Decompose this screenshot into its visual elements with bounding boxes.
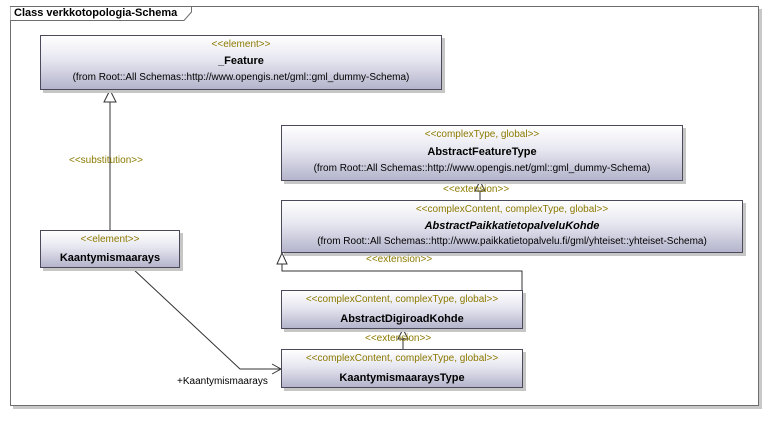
class-abstract-feature-type[interactable]: <<complexType, global>> AbstractFeatureT… bbox=[281, 125, 683, 181]
class-name: AbstractDigiroadKohde bbox=[340, 313, 464, 325]
class-stereotype: <<element>> bbox=[80, 234, 140, 245]
class-origin: (from Root::All Schemas::http://www.open… bbox=[313, 163, 651, 174]
class-kaantymismaarays[interactable]: <<element>> Kaantymismaarays bbox=[40, 230, 180, 268]
class-stereotype: <<complexContent, complexType, global>> bbox=[305, 353, 499, 364]
extension-line-2 bbox=[281, 264, 523, 290]
extension-arrowhead-2 bbox=[276, 251, 288, 265]
class-abstract-paikkatietopalvelu-kohde[interactable]: <<complexContent, complexType, global>> … bbox=[281, 200, 743, 253]
class-abstract-digiroad-kohde[interactable]: <<complexContent, complexType, global>> … bbox=[281, 290, 523, 329]
extension-label-1: <<extension>> bbox=[443, 184, 510, 195]
class-stereotype: <<complexContent, complexType, global>> bbox=[305, 294, 499, 305]
substitution-arrowhead bbox=[103, 88, 117, 103]
class-feature[interactable]: <<element>> _Feature (from Root::All Sch… bbox=[40, 35, 442, 90]
class-stereotype: <<complexType, global>> bbox=[424, 129, 540, 140]
class-name: KaantymismaaraysType bbox=[339, 372, 465, 384]
class-origin: (from Root::All Schemas::http://www.paik… bbox=[317, 236, 707, 247]
extension-label-2: <<extension>> bbox=[366, 254, 433, 265]
substitution-label: <<substitution>> bbox=[69, 155, 143, 166]
class-kaantymismaarays-type[interactable]: <<complexContent, complexType, global>> … bbox=[281, 349, 523, 388]
extension-arrowhead-1 bbox=[474, 179, 486, 192]
class-name: AbstractPaikkatietopalveluKohde bbox=[424, 220, 600, 232]
association-line bbox=[131, 267, 281, 370]
class-name: Kaantymismaarays bbox=[59, 252, 161, 264]
class-name: _Feature bbox=[218, 55, 264, 67]
class-stereotype: <<element>> bbox=[211, 39, 271, 50]
diagram-title: Class verkkotopologia-Schema bbox=[14, 7, 178, 19]
class-name: AbstractFeatureType bbox=[427, 146, 537, 158]
class-stereotype: <<complexContent, complexType, global>> bbox=[415, 204, 609, 215]
extension-arrowhead-3 bbox=[397, 327, 409, 340]
title-tab-outline bbox=[10, 6, 192, 21]
extension-label-3: <<extension>> bbox=[365, 333, 432, 344]
association-role-label: +Kaantymismaarays bbox=[177, 376, 268, 387]
class-origin: (from Root::All Schemas::http://www.open… bbox=[72, 72, 410, 83]
